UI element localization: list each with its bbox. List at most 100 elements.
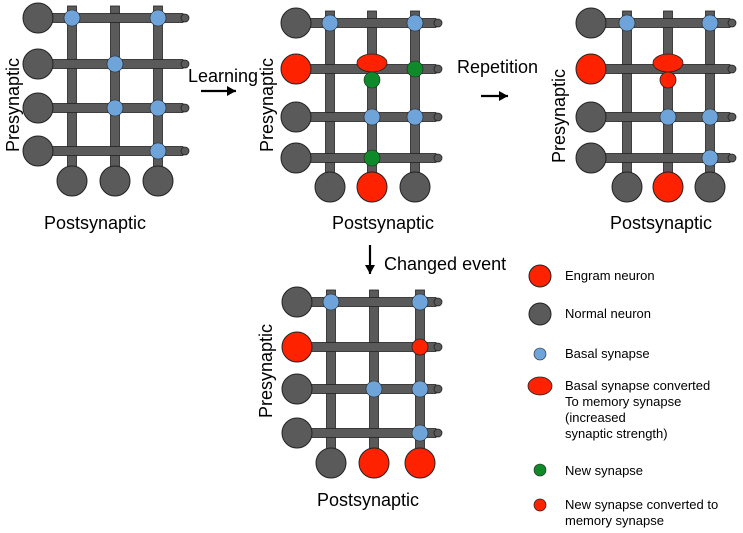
engram-neuron bbox=[280, 53, 312, 85]
postsynaptic-dendrite bbox=[663, 10, 673, 175]
axon-terminal-dot bbox=[433, 297, 443, 307]
basal-synapse bbox=[149, 99, 167, 117]
new-synapse bbox=[406, 60, 424, 78]
postsynaptic-dendrite bbox=[410, 10, 420, 175]
normal-neuron bbox=[399, 171, 431, 203]
presynaptic-label-initial: Presynaptic bbox=[3, 57, 23, 152]
changed-event-arrow-head bbox=[365, 265, 375, 274]
legend-label-new-memory: New synapse converted to memory synapse bbox=[565, 497, 719, 528]
legend-label-new: New synapse bbox=[565, 463, 644, 478]
learning-label: Learning bbox=[188, 66, 259, 86]
postsynaptic-dendrite bbox=[622, 10, 632, 175]
normal-neuron bbox=[575, 7, 607, 39]
normal-neuron bbox=[280, 142, 312, 174]
axon-terminal-dot bbox=[727, 18, 737, 28]
axon-terminal-dot bbox=[433, 153, 443, 163]
normal-neuron bbox=[56, 165, 88, 197]
new-synapse-icon bbox=[533, 463, 547, 477]
memory-synapse-icon bbox=[527, 376, 553, 396]
basal-synapse bbox=[63, 9, 81, 27]
axon-terminal-dot bbox=[433, 18, 443, 28]
axon-terminal-dot bbox=[180, 13, 190, 23]
normal-neuron bbox=[575, 142, 607, 174]
postsynaptic-dendrite bbox=[67, 5, 77, 169]
memory-synapse bbox=[356, 53, 388, 73]
postsynaptic-label-after-learning: Postsynaptic bbox=[332, 213, 435, 233]
basal-synapse bbox=[701, 108, 719, 126]
basal-synapse bbox=[149, 142, 167, 160]
new-synapse bbox=[363, 149, 381, 167]
postsynaptic-dendrite bbox=[326, 289, 336, 451]
engram-neuron bbox=[356, 171, 388, 203]
engram-neuron bbox=[575, 53, 607, 85]
engram-neuron-icon bbox=[528, 264, 552, 288]
legend-label-engram: Engram neuron bbox=[565, 268, 655, 283]
normal-neuron bbox=[280, 101, 312, 133]
basal-synapse bbox=[411, 380, 429, 398]
basal-synapse bbox=[363, 108, 381, 126]
postsynaptic-dendrite bbox=[367, 10, 377, 175]
repetition-arrow-head bbox=[499, 91, 508, 101]
basal-synapse bbox=[149, 9, 167, 27]
legend-label-memory: Basal synapse converted To memory synaps… bbox=[565, 378, 711, 441]
normal-neuron bbox=[281, 286, 313, 318]
engram-neuron bbox=[281, 331, 313, 363]
axon-terminal-dot bbox=[727, 153, 737, 163]
new-synapse bbox=[363, 71, 381, 89]
new-memory-synapse bbox=[659, 71, 677, 89]
normal-neuron bbox=[22, 48, 54, 80]
postsynaptic-dendrite bbox=[369, 289, 379, 451]
basal-synapse-icon bbox=[533, 347, 547, 361]
axon-terminal-dot bbox=[433, 342, 443, 352]
basal-synapse bbox=[365, 380, 383, 398]
postsynaptic-label-after-repetition: Postsynaptic bbox=[610, 213, 713, 233]
normal-neuron bbox=[280, 7, 312, 39]
normal-neuron bbox=[314, 171, 346, 203]
axon-terminal-dot bbox=[433, 384, 443, 394]
legend-label-basal: Basal synapse bbox=[565, 346, 650, 361]
axon-terminal-dot bbox=[180, 59, 190, 69]
axon-terminal-dot bbox=[433, 64, 443, 74]
axon-terminal-dot bbox=[727, 112, 737, 122]
axon-terminal-dot bbox=[180, 146, 190, 156]
normal-neuron bbox=[22, 92, 54, 124]
basal-synapse bbox=[659, 108, 677, 126]
engram-neuron bbox=[652, 171, 684, 203]
changed-event-label: Changed event bbox=[384, 254, 507, 274]
postsynaptic-dendrite bbox=[705, 10, 715, 175]
normal-neuron bbox=[281, 373, 313, 405]
learning-arrow-head bbox=[227, 86, 236, 96]
postsynaptic-dendrite bbox=[110, 5, 120, 169]
normal-neuron bbox=[315, 447, 347, 479]
basal-synapse bbox=[618, 14, 636, 32]
normal-neuron bbox=[575, 101, 607, 133]
basal-synapse bbox=[322, 293, 340, 311]
legend-label-normal: Normal neuron bbox=[565, 306, 651, 321]
presynaptic-label-after-repetition: Presynaptic bbox=[549, 68, 569, 163]
postsynaptic-dendrite bbox=[325, 10, 335, 175]
normal-neuron bbox=[611, 171, 643, 203]
engram-neuron bbox=[358, 447, 390, 479]
basal-synapse bbox=[701, 149, 719, 167]
memory-synapse bbox=[652, 53, 684, 73]
normal-neuron bbox=[281, 417, 313, 449]
postsynaptic-label-after-changed-event: Postsynaptic bbox=[317, 490, 420, 510]
basal-synapse bbox=[321, 14, 339, 32]
normal-neuron bbox=[22, 2, 54, 34]
normal-neuron bbox=[142, 165, 174, 197]
axon-terminal-dot bbox=[433, 428, 443, 438]
basal-synapse bbox=[411, 293, 429, 311]
new-memory-synapse-icon bbox=[533, 498, 547, 512]
presynaptic-label-after-changed-event: Presynaptic bbox=[256, 323, 276, 418]
engram-neuron bbox=[404, 447, 436, 479]
axon-terminal-dot bbox=[433, 112, 443, 122]
presynaptic-label-after-learning: Presynaptic bbox=[257, 57, 277, 152]
basal-synapse bbox=[411, 424, 429, 442]
axon-terminal-dot bbox=[180, 103, 190, 113]
basal-synapse bbox=[106, 55, 124, 73]
repetition-label: Repetition bbox=[457, 57, 539, 77]
basal-synapse bbox=[106, 99, 124, 117]
basal-synapse bbox=[701, 14, 719, 32]
